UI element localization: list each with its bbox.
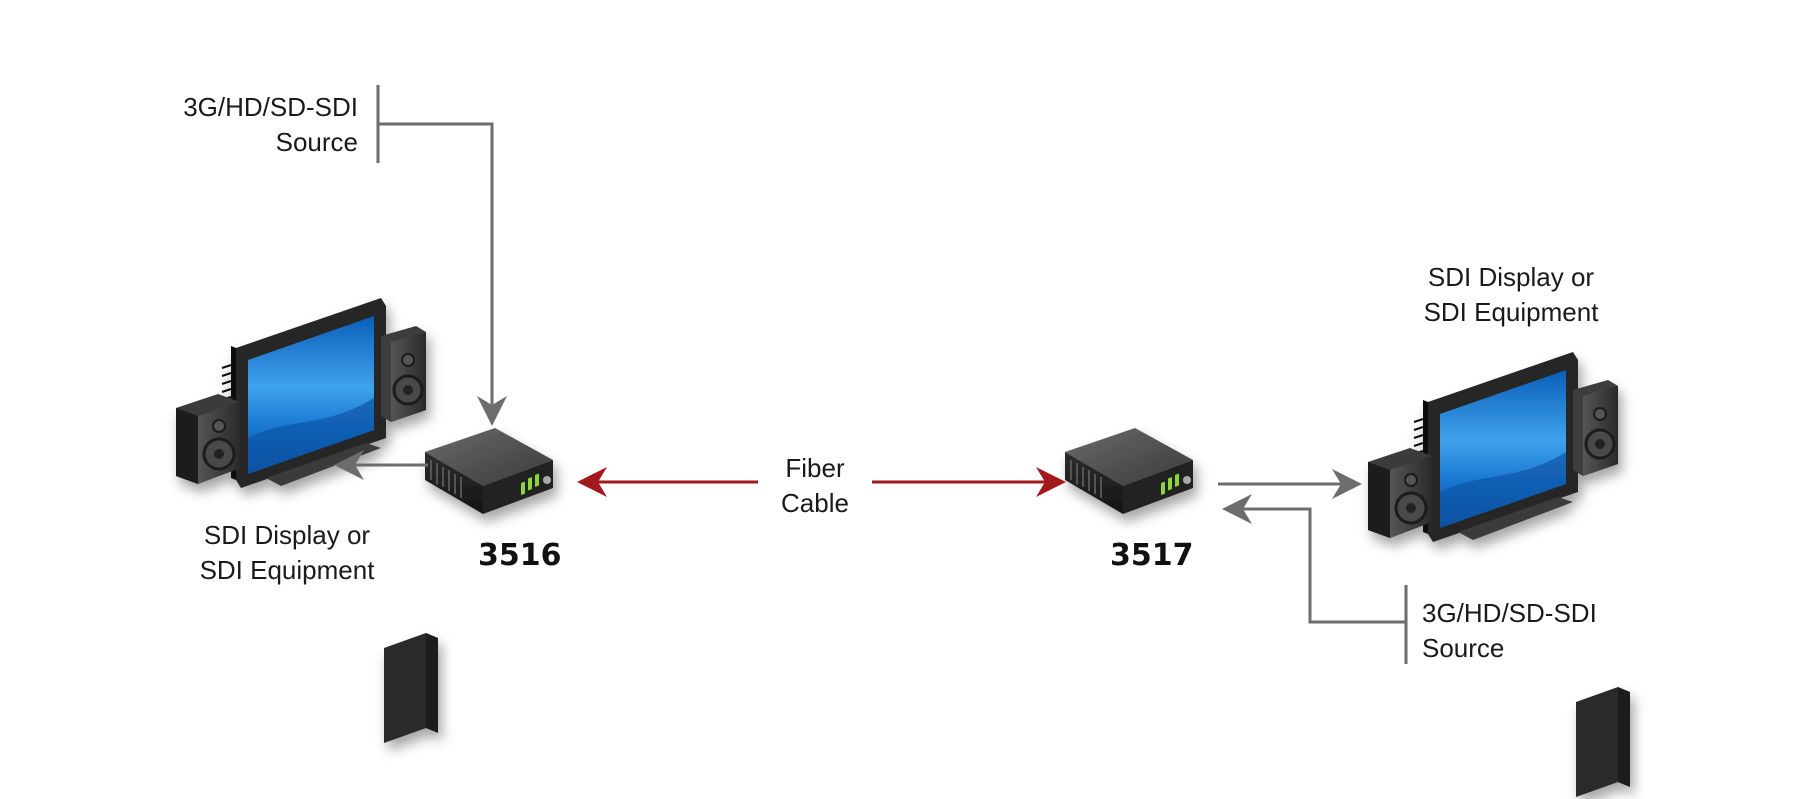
converter-3517-icon xyxy=(1064,427,1194,515)
source-left-connector xyxy=(376,85,507,426)
display-right-label-line1: SDI Display or xyxy=(1427,262,1595,292)
source-left-label-line2: Source xyxy=(275,127,358,157)
device-right-model: 3517 xyxy=(1110,538,1194,573)
converter-3516-icon xyxy=(424,427,554,515)
source-right-label: 3G/HD/SD-SDI Source xyxy=(1422,596,1622,666)
source-right-label-line1: 3G/HD/SD-SDI xyxy=(1422,598,1597,628)
source-left-label: 3G/HD/SD-SDI Source xyxy=(150,90,358,160)
display-left-label-line1: SDI Display or xyxy=(203,520,371,550)
display-left-label: SDI Display or SDI Equipment xyxy=(180,518,394,588)
device-left-model: 3516 xyxy=(478,538,562,573)
display-right-label: SDI Display or SDI Equipment xyxy=(1404,260,1618,330)
fiber-cable-label-line1: Fiber xyxy=(785,453,845,483)
source-right-label-line2: Source xyxy=(1422,633,1505,663)
source-left-label-line1: 3G/HD/SD-SDI xyxy=(183,92,358,122)
fiber-cable-label-line2: Cable xyxy=(781,488,849,518)
source-right-connector xyxy=(1222,494,1408,664)
display-right-label-line2: SDI Equipment xyxy=(1423,297,1599,327)
fiber-cable-label: Fiber Cable xyxy=(760,451,870,521)
display-right-icon xyxy=(1366,350,1632,799)
display-left-label-line2: SDI Equipment xyxy=(199,555,375,585)
